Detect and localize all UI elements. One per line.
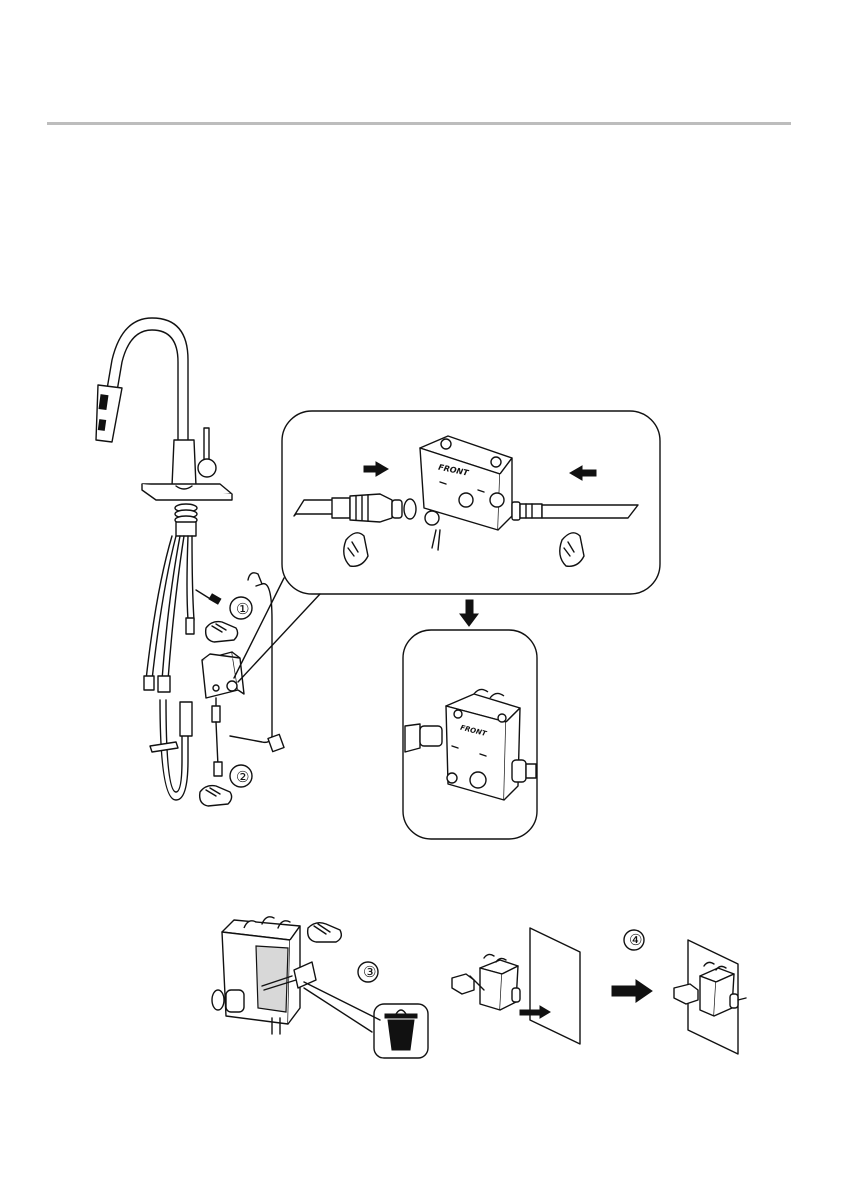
step-1-label: ① bbox=[236, 600, 249, 618]
step-3-illustration: ③ bbox=[212, 917, 428, 1058]
step-2-label: ② bbox=[236, 768, 249, 786]
step-4-marker: ④ bbox=[624, 930, 644, 950]
arrow-right-icon bbox=[520, 1006, 550, 1018]
hand-icon bbox=[200, 786, 232, 806]
connection-detail-panel: FRONT bbox=[282, 411, 660, 594]
hand-icon bbox=[206, 622, 238, 642]
step-4-before-illustration bbox=[452, 928, 580, 1044]
hand-icon bbox=[344, 533, 368, 566]
step-2-marker: ② bbox=[230, 765, 252, 787]
assembled-result-panel: FRONT bbox=[403, 630, 537, 839]
trash-bin-icon bbox=[374, 1004, 428, 1058]
arrow-right-icon bbox=[364, 462, 388, 476]
step-1-marker: ① bbox=[230, 597, 252, 619]
arrow-left-icon bbox=[570, 466, 596, 480]
hand-icon bbox=[308, 923, 342, 942]
step-3-label: ③ bbox=[363, 963, 376, 981]
hand-icon bbox=[560, 533, 584, 566]
arrow-down-icon bbox=[460, 600, 478, 626]
step-4-after-illustration bbox=[674, 940, 746, 1054]
faucet-illustration: ① ② bbox=[96, 318, 284, 806]
arrow-right-icon bbox=[612, 980, 652, 1002]
step-4-label: ④ bbox=[629, 931, 642, 949]
step-3-marker: ③ bbox=[358, 962, 378, 982]
